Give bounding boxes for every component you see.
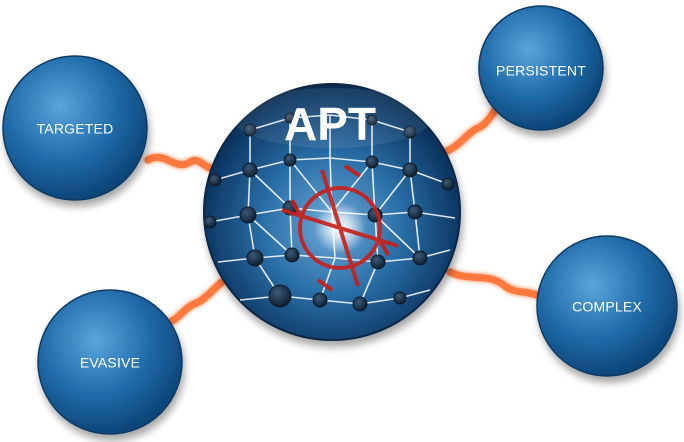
node-label-targeted: TARGETED [37,121,114,137]
node-targeted: TARGETED [2,55,148,201]
connector-evasive [166,278,226,326]
node-label-persistent: PERSISTENT [496,63,586,79]
center-title: APT [284,98,376,150]
node-persistent: PERSISTENT [478,5,604,131]
crosshair-icon [281,164,399,292]
node-label-evasive: EVASIVE [80,355,140,371]
connector-persistent [441,100,504,156]
apt-sphere: APT [203,83,461,341]
node-label-complex: COMPLEX [572,299,642,315]
connector-complex [446,268,544,300]
node-evasive: EVASIVE [37,289,183,435]
connectors [144,100,544,326]
connector-targeted [144,154,218,172]
node-complex: COMPLEX [536,235,678,377]
